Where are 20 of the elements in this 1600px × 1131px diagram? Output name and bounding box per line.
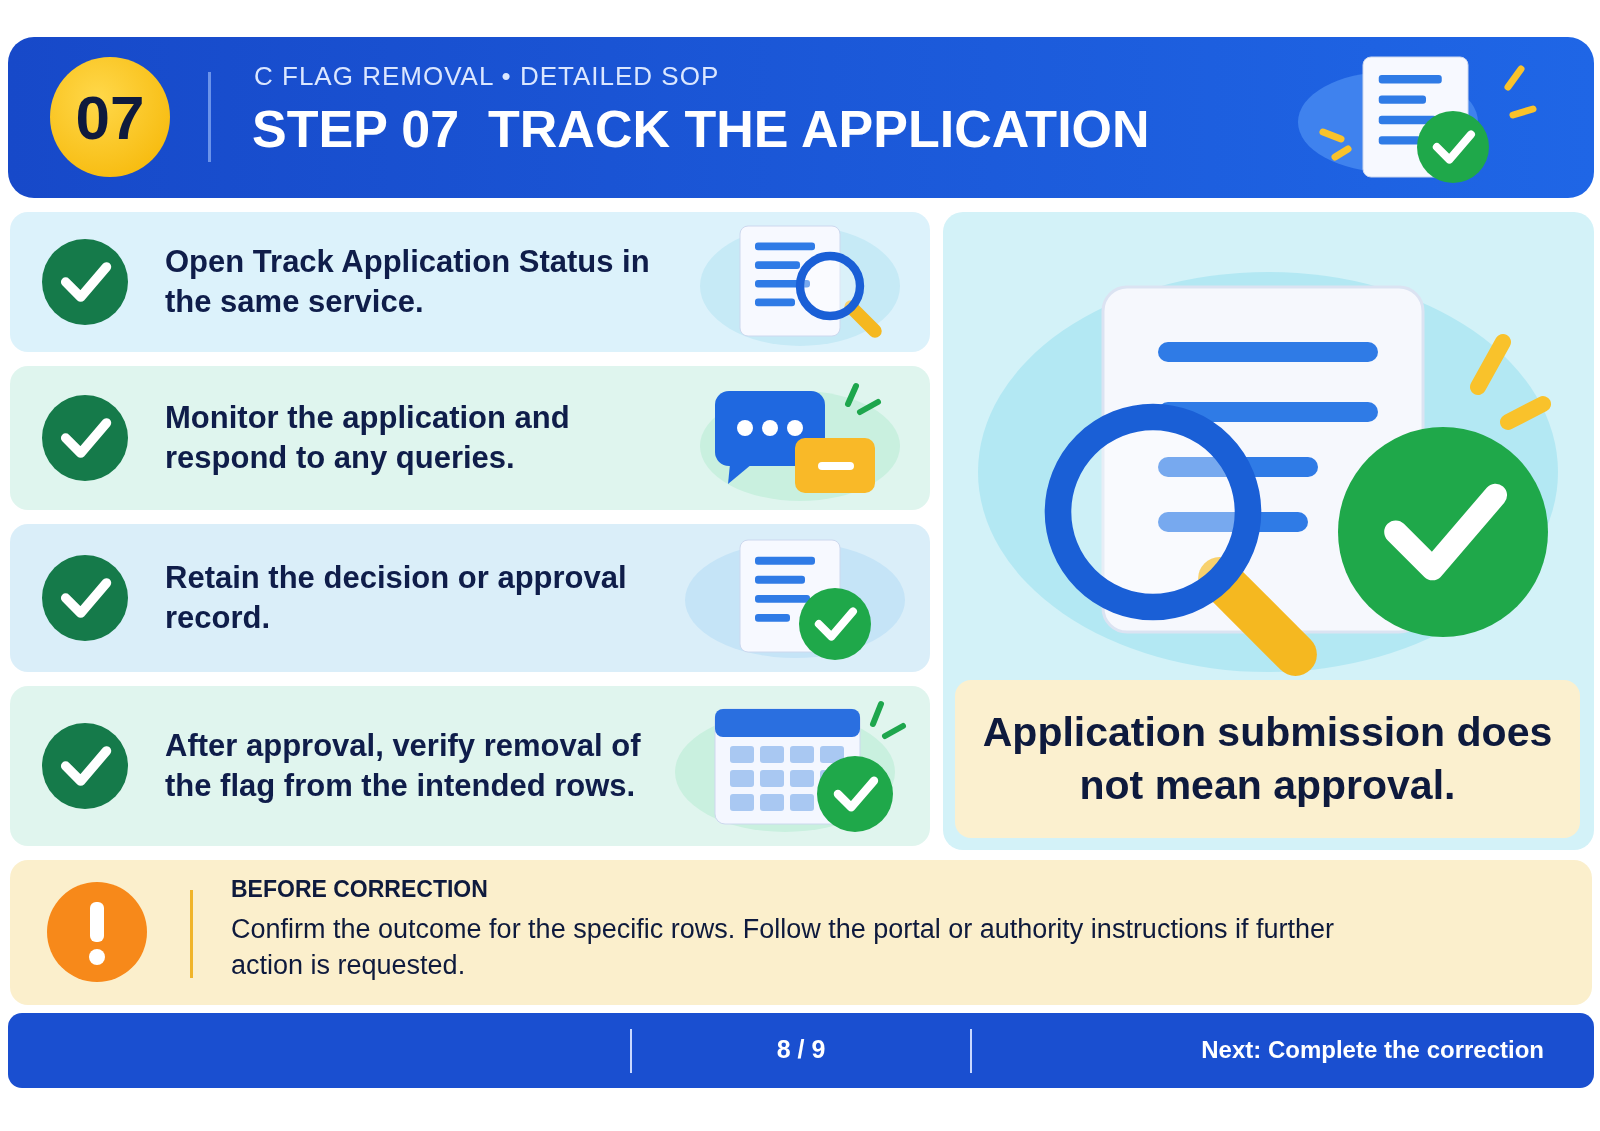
step-card	[10, 524, 930, 672]
note-text: Application submission does not mean approval.	[981, 707, 1554, 810]
warning-heading: BEFORE CORRECTION	[231, 876, 488, 903]
step-number-badge: 07	[50, 57, 170, 177]
step-text: Monitor the application and respond to any queries.	[165, 398, 571, 477]
step-text: Retain the decision or approval record.	[165, 558, 628, 637]
step-text: Open Track Application Status in the same service.	[165, 242, 651, 321]
header-banner	[8, 37, 1594, 198]
step-card	[10, 686, 930, 846]
page-number: 8 / 9	[775, 1035, 827, 1064]
subtitle: C FLAG REMOVAL • DETAILED SOP	[254, 61, 720, 92]
warning-box	[10, 860, 1592, 1005]
note-box	[955, 680, 1580, 838]
step-text: After approval, verify removal of the flag from the intended rows.	[165, 726, 642, 805]
footer-bar	[8, 1013, 1594, 1088]
next-step-text: Next: Complete the correction	[1201, 1036, 1544, 1064]
step-card	[10, 212, 930, 352]
title: STEP 07 TRACK THE APPLICATION	[252, 99, 1150, 159]
step-card	[10, 366, 930, 510]
warning-text: Confirm the outcome for the specific rows. Follow the portal or authority instructions if further action is requested.	[231, 913, 1335, 982]
